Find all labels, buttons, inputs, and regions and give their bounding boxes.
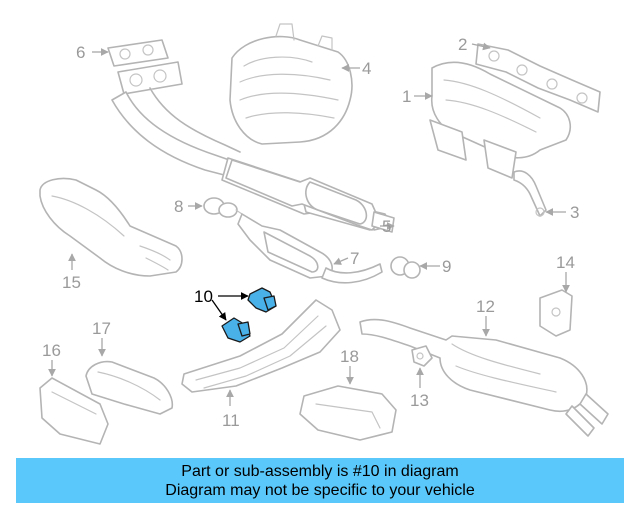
part-2-gasket [475,43,601,113]
part-18-skid-plate [299,385,397,441]
part-4-heat-shield [229,23,353,145]
part-11-crossmember [181,299,341,393]
callout-labels: 1 2 3 4 5 6 7 8 9 10 11 12 13 14 15 16 1… [42,35,579,430]
part-9-clamp [390,256,421,279]
callout-12: 12 [476,297,495,316]
callout-1: 1 [402,87,411,106]
banner-line-2: Diagram may not be specific to your vehi… [165,482,475,499]
part-12-muffler [359,318,609,437]
part-10-hanger-highlighted [221,287,277,343]
callout-13: 13 [410,391,429,410]
part-7-resonator [237,213,383,284]
callout-11: 11 [222,411,240,430]
callout-10: 10 [194,287,213,306]
part-3-bracket [513,170,547,217]
info-banner: Part or sub-assembly is #10 in diagram D… [16,458,624,503]
callout-15: 15 [62,273,81,292]
callout-9: 9 [442,257,451,276]
part-8-clamp [203,197,243,218]
callout-6: 6 [76,43,85,62]
part-16-heat-shield [39,377,109,445]
callout-8: 8 [174,197,183,216]
part-17-heat-shield [85,360,174,415]
callout-5: 5 [382,217,391,236]
callout-2: 2 [458,35,467,54]
callout-17: 17 [92,319,111,338]
callout-4: 4 [362,59,371,78]
part-14-bracket [539,289,573,337]
part-13-hanger [411,345,433,367]
callout-18: 18 [340,347,359,366]
banner-line-1: Part or sub-assembly is #10 in diagram [181,463,459,480]
part-1-exhaust-manifold [429,61,572,179]
callout-3: 3 [570,203,579,222]
callout-16: 16 [42,341,61,360]
callout-7: 7 [350,249,359,268]
callout-14: 14 [556,253,575,272]
part-15-heat-shield [39,177,183,277]
part-6-gasket [107,39,169,67]
leader-lines [48,42,570,406]
parts-diagram: 1 2 3 4 5 6 7 8 9 10 11 12 13 14 15 16 1… [39,23,609,445]
part-5-center-pipe [225,159,395,233]
